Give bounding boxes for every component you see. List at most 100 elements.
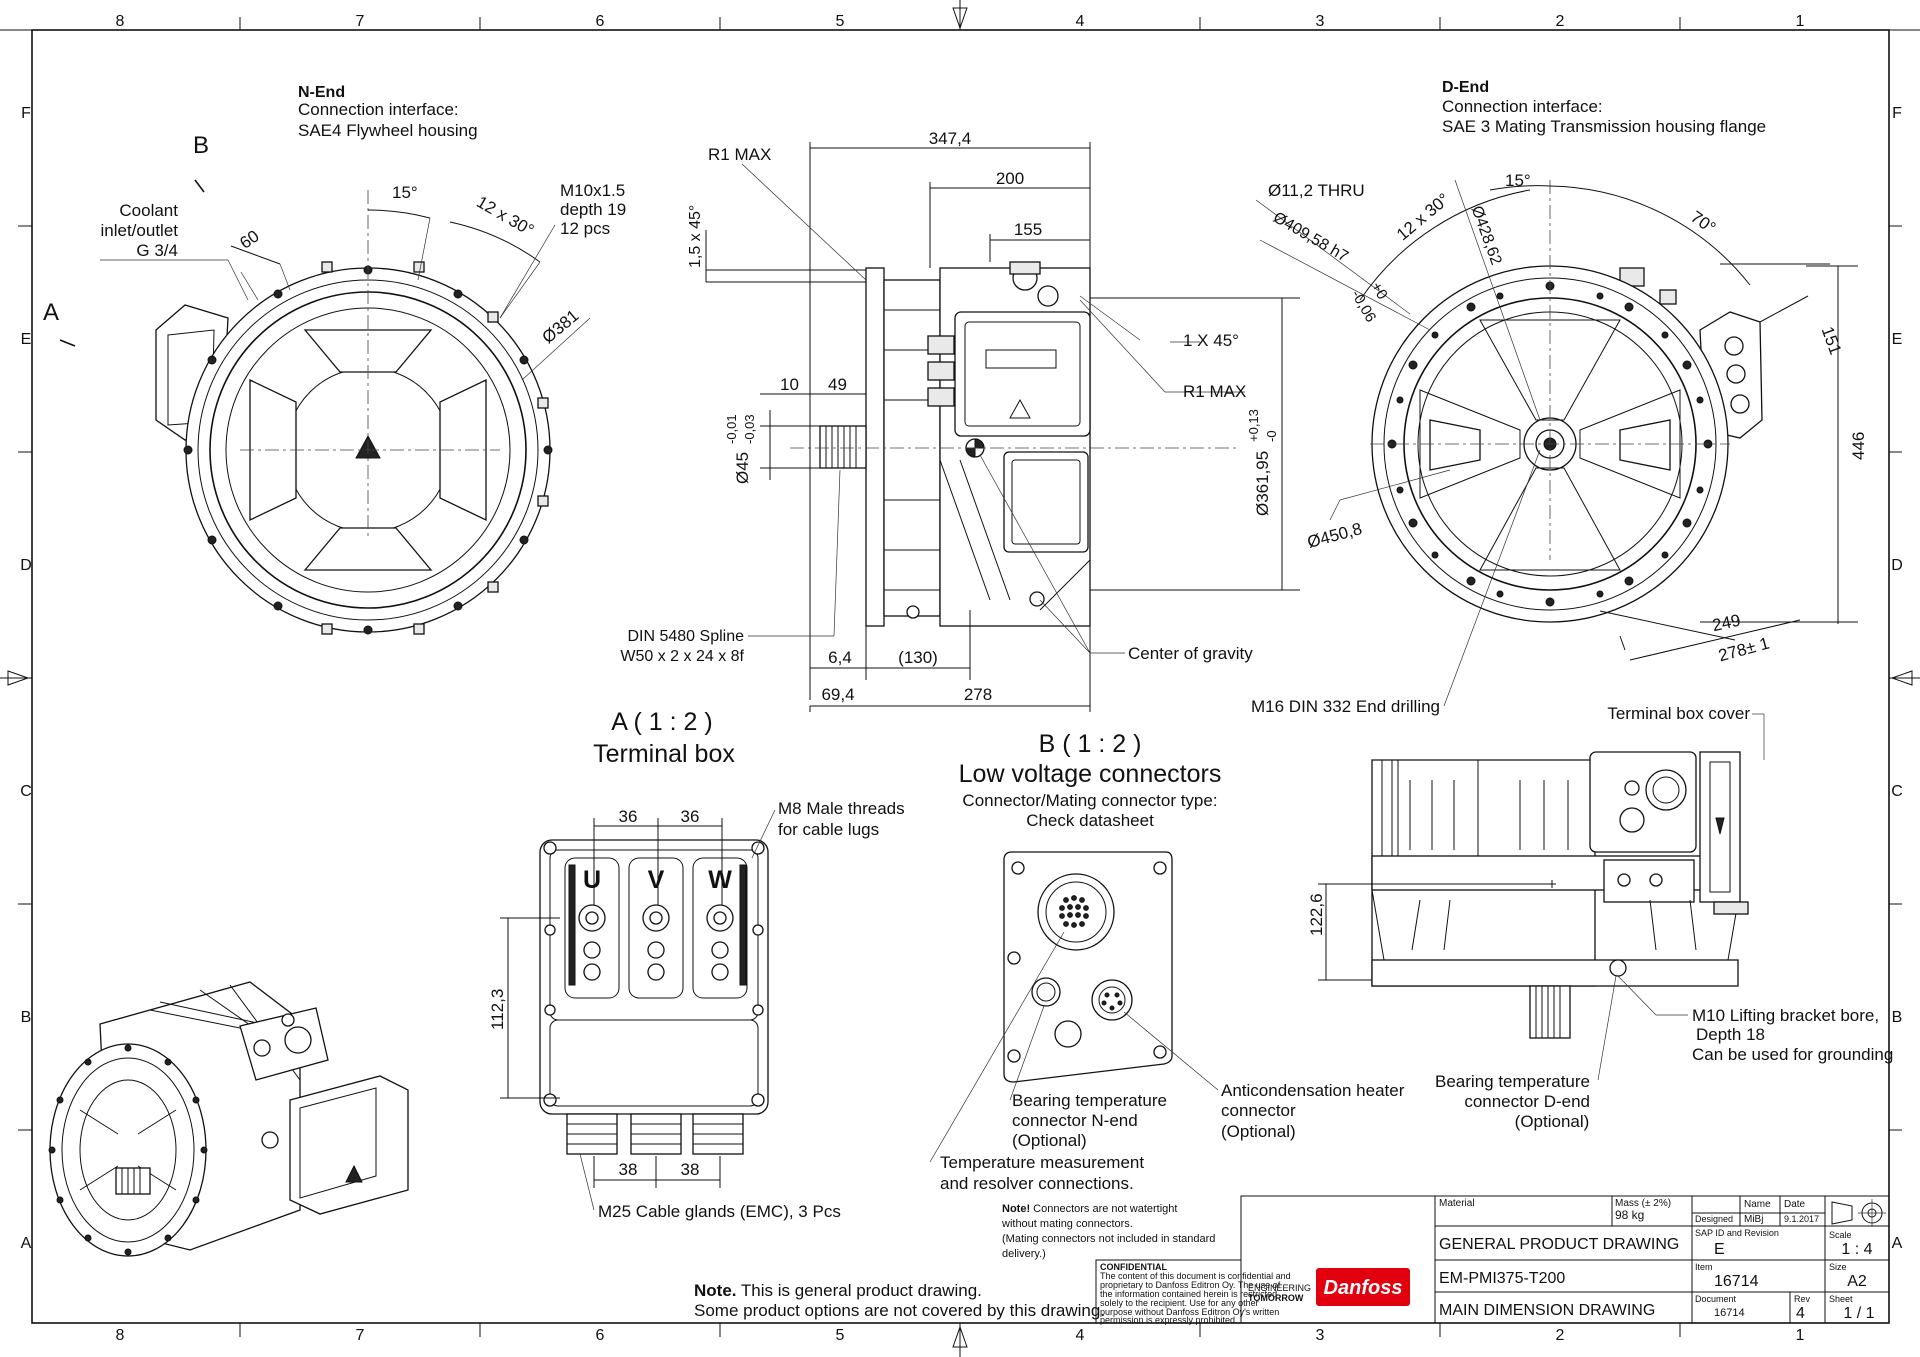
confidential-line2: proprietary to Danfoss Editron Oy. The u…: [1100, 1280, 1281, 1290]
coolant-line2: inlet/outlet: [101, 221, 179, 240]
grid-col-3-top: 3: [1316, 13, 1325, 30]
thread-line3: 12 pcs: [560, 219, 610, 238]
detail-a-dim-38b: 38: [681, 1160, 700, 1179]
detail-a-dim-36a: 36: [619, 807, 638, 826]
connectors-note-line4: delivery.): [1002, 1248, 1046, 1260]
item-label: Item: [1695, 1262, 1713, 1272]
scale-value: 1 : 4: [1841, 1241, 1872, 1258]
grid-col-5-top: 5: [836, 13, 845, 30]
lifting-line2: Depth 18: [1696, 1025, 1765, 1044]
detail-b-note-line1: Connector/Mating connector type:: [962, 791, 1217, 810]
detail-b-subtitle: Low voltage connectors: [959, 760, 1222, 788]
confidential-line6: permission is expressly prohibited.: [1100, 1315, 1238, 1325]
rev-value: 4: [1796, 1305, 1805, 1322]
n-end-interface-line1: Connection interface:: [298, 100, 459, 119]
bearing-n-line3: (Optional): [1012, 1131, 1087, 1150]
temperature-line2: and resolver connections.: [940, 1174, 1134, 1193]
sap-label: SAP ID and Revision: [1695, 1228, 1779, 1238]
connectors-note-line1: Note! Connectors are not watertight: [1002, 1203, 1177, 1215]
top-view: [1318, 713, 1765, 1081]
grid-col-4-top: 4: [1076, 13, 1085, 30]
detail-a-subtitle: Terminal box: [593, 740, 735, 768]
drawing-title: MAIN DIMENSION DRAWING: [1439, 1302, 1655, 1319]
bearing-n-line1: Bearing temperature: [1012, 1091, 1167, 1110]
detail-a-threads-line2: for cable lugs: [778, 820, 879, 839]
top-view-labels: Terminal box cover 122,6 M10 Lifting bra…: [1307, 704, 1893, 1131]
general-note-bold: Note.: [694, 1281, 737, 1300]
d-end-dim-151: 151: [1818, 324, 1846, 357]
phase-u-label: U: [583, 866, 601, 894]
confidential-block: CONFIDENTIAL The content of this documen…: [1100, 1262, 1291, 1325]
thread-line2: depth 19: [560, 200, 626, 219]
grid-row-f-left: F: [21, 105, 31, 122]
n-end-view: [59, 179, 591, 635]
temperature-line1: Temperature measurement: [940, 1153, 1144, 1172]
d-end-holes: Ø11,2 THRU: [1268, 181, 1365, 200]
sheet-value: 1 / 1: [1843, 1305, 1874, 1322]
dim-155: 155: [1014, 220, 1042, 239]
isometric-view: [48, 981, 409, 1257]
grid-col-2-bottom: 2: [1556, 1327, 1565, 1344]
dim-49: 49: [828, 375, 847, 394]
confidential-heading: CONFIDENTIAL: [1100, 1262, 1167, 1272]
detail-a-threads-line1: M8 Male threads: [778, 799, 905, 818]
grid-row-d-left: D: [20, 557, 32, 574]
d-end-title: D-End: [1442, 79, 1489, 96]
phase-v-label: V: [648, 866, 665, 894]
name-label: Name: [1744, 1199, 1771, 1210]
doc-type: GENERAL PRODUCT DRAWING: [1439, 1236, 1679, 1253]
d-end-angle-15: 15°: [1505, 171, 1531, 190]
title-block: Danfoss: [1095, 1195, 1890, 1324]
detail-a-drawing: [500, 809, 776, 1211]
engineering-line1: ENGINEERING: [1248, 1283, 1311, 1293]
top-view-dim-122: 122,6: [1307, 893, 1326, 936]
grid-col-1-bottom: 1: [1796, 1327, 1805, 1344]
d-end-tol-upper: +0: [1368, 279, 1391, 302]
detail-b-note-line2: Check datasheet: [1026, 811, 1154, 830]
grid-col-8-top: 8: [116, 13, 125, 30]
size-label: Size: [1829, 1262, 1847, 1272]
bearing-d-line1: Bearing temperature: [1435, 1072, 1590, 1091]
d-end-end-drilling: M16 DIN 332 End drilling: [1251, 697, 1440, 716]
confidential-line4: solely to the recipient. Use for any oth…: [1100, 1298, 1259, 1308]
dim-130: (130): [898, 648, 938, 667]
grid-col-6-top: 6: [596, 13, 605, 30]
product-name: EM-PMI375-T200: [1439, 1270, 1565, 1287]
mass-label: Mass (± 2%): [1615, 1198, 1671, 1209]
pilot-tol-upper: +0,13: [1246, 409, 1261, 442]
d-end-dim-249: 249: [1710, 611, 1742, 635]
grid-row-e-right: E: [1892, 331, 1903, 348]
designer-value: MiBj: [1744, 1214, 1763, 1225]
side-view: [705, 142, 1300, 712]
shaft-tol-upper: -0,01: [724, 414, 739, 444]
d-end-dia-409: Ø409,58 h7: [1270, 209, 1351, 266]
designed-label: Designed: [1695, 1214, 1733, 1224]
d-end-interface-line2: SAE 3 Mating Transmission housing flange: [1442, 117, 1766, 136]
bearing-d-line3: (Optional): [1515, 1112, 1590, 1131]
shaft-dia: Ø45: [733, 452, 752, 484]
title-block-text: ENGINEERING TOMORROW Material Mass (± 2%…: [1248, 1198, 1875, 1322]
phase-w-label: W: [708, 866, 732, 894]
item-value: 16714: [1714, 1273, 1759, 1290]
n-end-title: N-End: [298, 84, 345, 101]
document-label: Document: [1695, 1294, 1737, 1304]
grid-col-1-top: 1: [1796, 13, 1805, 30]
detail-b-drawing: [929, 851, 1219, 1163]
date-value: 9.1.2017: [1784, 1214, 1819, 1224]
grid-col-5-bottom: 5: [836, 1327, 845, 1344]
d-end-dia-450: Ø450,8: [1305, 519, 1364, 552]
terminal-box-cover: Terminal box cover: [1607, 704, 1750, 723]
grid-col-2-top: 2: [1556, 13, 1565, 30]
size-value: A2: [1847, 1273, 1867, 1290]
d-end-dim-278: 278± 1: [1716, 634, 1771, 666]
connectors-note-line2: without mating connectors.: [1001, 1218, 1133, 1230]
chamfer-left: 1,5 x 45°: [687, 205, 704, 268]
r1-max-right: R1 MAX: [1183, 382, 1246, 401]
grid-row-d-right: D: [1891, 557, 1903, 574]
n-end-dia-381: Ø381: [538, 306, 582, 347]
heater-line3: (Optional): [1221, 1122, 1296, 1141]
pilot-dia: Ø361,95: [1253, 451, 1272, 516]
d-end-pattern: 12 x 30°: [1393, 190, 1453, 245]
detail-b-labels: B ( 1 : 2 ) Low voltage connectors Conne…: [940, 730, 1405, 1193]
